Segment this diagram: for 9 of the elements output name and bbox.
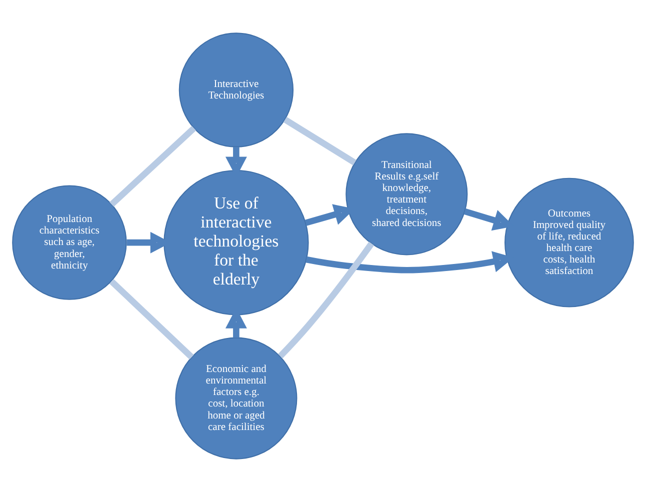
node-circle: Transitional Results e.g.self knowledge, treatment decisions, shared decisions bbox=[346, 132, 468, 255]
node-circle: Use of interactive technologies for the elderly bbox=[164, 169, 309, 315]
connector bbox=[109, 125, 196, 206]
connector bbox=[283, 116, 356, 165]
node-circle: Economic and environmental factors e.g. cost, location home or aged care facilities bbox=[175, 336, 298, 459]
node-circle: Population characteristics such as age, gender, ethnicity bbox=[12, 184, 127, 300]
node-circle: Outcomes Improved quality of life, reduced health care costs, health satisfaction bbox=[504, 177, 634, 307]
connector bbox=[109, 278, 194, 359]
node-circle: Interactive Technologies bbox=[178, 32, 294, 147]
